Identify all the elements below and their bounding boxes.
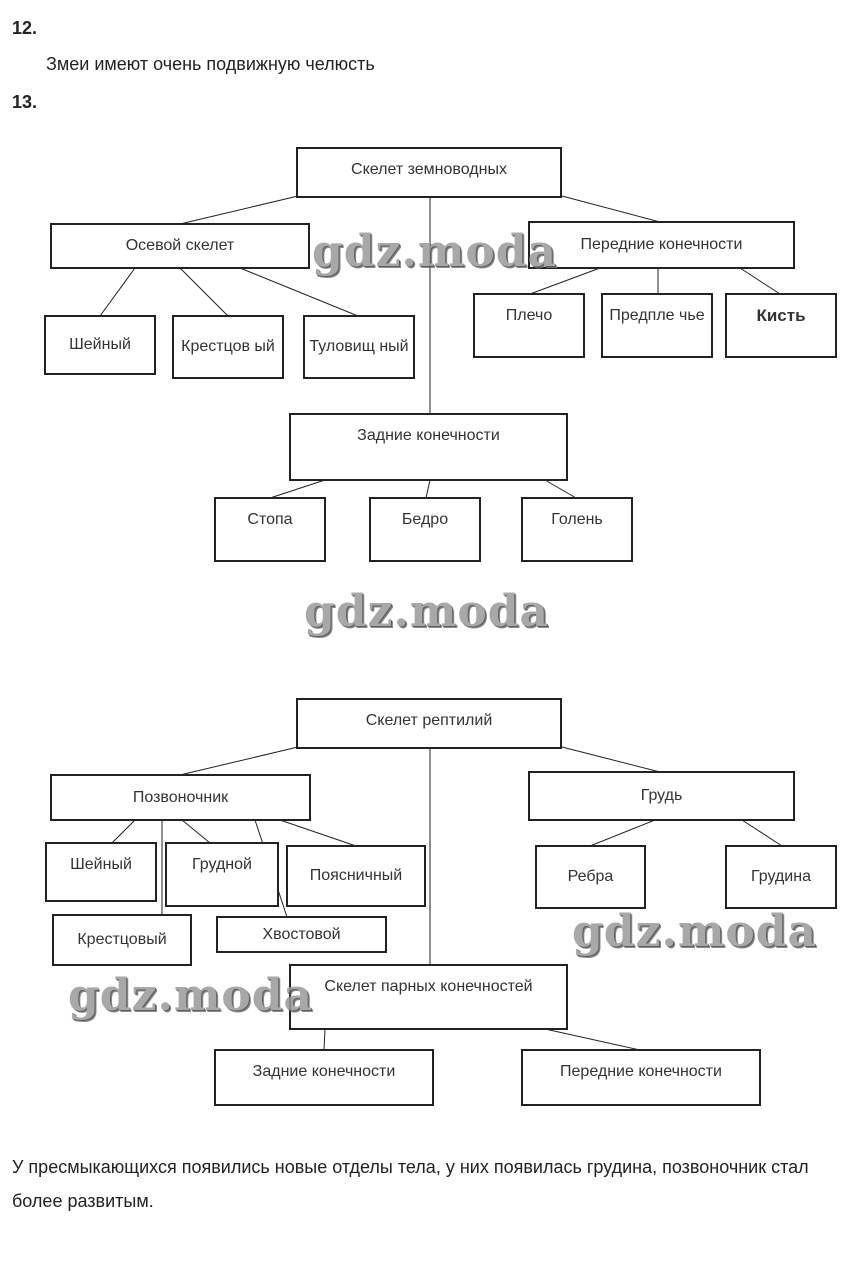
shin-node: Голень (521, 497, 633, 562)
spine-tail-node: Хвостовой (216, 916, 387, 953)
question-number-13: 13. (12, 92, 38, 112)
paired-limbs-node: Скелет парных конечностей (289, 964, 568, 1030)
conclusion-text: У пресмыкающихся появились новые отделы … (12, 1157, 809, 1211)
spine-thoracic-node: Грудной (165, 842, 279, 907)
reptile-skeleton-root: Скелет рептилий (296, 698, 562, 749)
axial-skeleton-node: Осевой скелет (50, 223, 310, 269)
question-number-12: 12. (12, 18, 38, 38)
hindlimbs-node: Задние конечности (289, 413, 568, 481)
answer-12: Змеи имеют очень подвижную челюсть (46, 54, 375, 74)
thigh-node: Бедро (369, 497, 481, 562)
sacral-node: Крестцов ый (172, 315, 284, 379)
hand-node: Кисть (725, 293, 837, 358)
ribs-node: Ребра (535, 845, 646, 909)
amphibian-skeleton-root: Скелет земноводных (296, 147, 562, 198)
chest-node: Грудь (528, 771, 795, 821)
spine-node: Позвоночник (50, 774, 311, 821)
shoulder-node: Плечо (473, 293, 585, 358)
trunk-node: Туловищ ный (303, 315, 415, 379)
forelimbs-node: Передние конечности (528, 221, 795, 269)
spine-lumbar-node: Поясничный (286, 845, 426, 907)
forearm-node: Предпле чье (601, 293, 713, 358)
spine-cervical-node: Шейный (45, 842, 157, 902)
spine-sacral-node: Крестцовый (52, 914, 192, 966)
sternum-node: Грудина (725, 845, 837, 909)
reptile-hindlimbs-node: Задние конечности (214, 1049, 434, 1106)
foot-node: Стопа (214, 497, 326, 562)
reptile-forelimbs-node: Передние конечности (521, 1049, 761, 1106)
cervical-node: Шейный (44, 315, 156, 375)
